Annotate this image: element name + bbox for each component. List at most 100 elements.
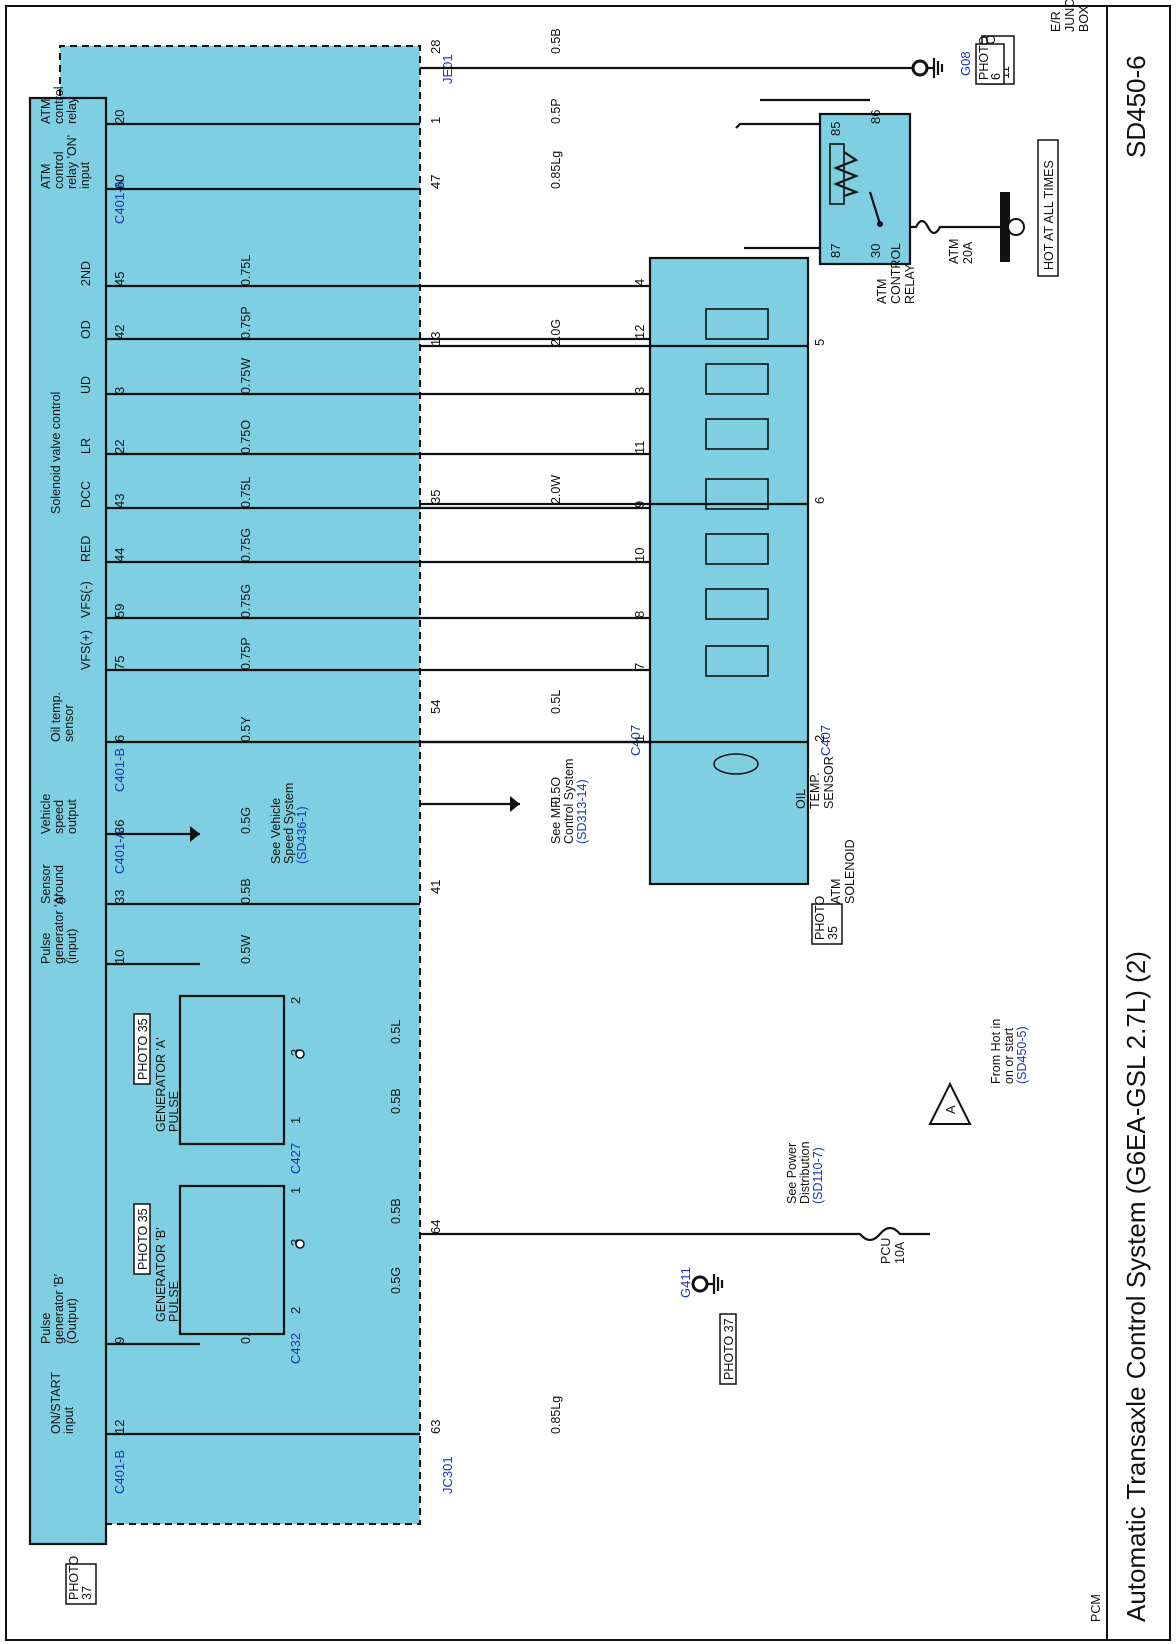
pcm-fn-ud: UD bbox=[79, 376, 93, 394]
ref-hot-in-2: on or start bbox=[1002, 1027, 1016, 1084]
pulse-a-wire-1: 0.5L bbox=[389, 1020, 403, 1044]
pulse-b-pin-1: 1 bbox=[288, 1187, 303, 1194]
pcm-pin-59: 59 bbox=[112, 604, 127, 618]
bw-7: 0.75P bbox=[239, 637, 253, 670]
pulse-b-label-2: GENERATOR 'B' bbox=[154, 1227, 168, 1322]
g411-ground-icon bbox=[691, 1275, 709, 1293]
jb-pin-63: 63 bbox=[428, 1420, 443, 1434]
pcu-fuse-name: PCU bbox=[879, 1238, 893, 1264]
page-code: SD450-6 bbox=[1121, 55, 1151, 158]
pcm-fn-atm-relay-on-1: ATM bbox=[39, 164, 53, 189]
pulse-a-photo: PHOTO 35 bbox=[136, 1018, 150, 1080]
pulse-a-photo-box bbox=[133, 1013, 151, 1085]
pcm-pin-60: 60 bbox=[112, 175, 127, 189]
pcm-pin-20: 20 bbox=[112, 110, 127, 124]
pulse-b-label-1: PULSE bbox=[167, 1281, 181, 1322]
pulse-b-transistor-icon bbox=[295, 1239, 305, 1249]
solenoid-coil-2nd bbox=[705, 308, 769, 340]
bw-8: 0.5Y bbox=[239, 716, 253, 742]
solenoid-coil-red bbox=[705, 588, 769, 620]
jb-pin-64: 64 bbox=[428, 1220, 443, 1234]
pcm-photo: PHOTO bbox=[67, 1556, 81, 1600]
wire-2-0g: 2.0G bbox=[549, 319, 563, 346]
pcm-pin-labels: 20 60 45 42 3 22 43 44 59 75 6 36 33 10 … bbox=[112, 110, 127, 1494]
pulse-b-photo: PHOTO 35 bbox=[136, 1208, 150, 1270]
hot-label: HOT AT ALL TIMES bbox=[1042, 160, 1056, 270]
atm-solenoid-unit bbox=[648, 256, 810, 886]
junction-box-label-3: BOX bbox=[1077, 5, 1091, 32]
pcm-fn-atm-relay-1: ATM bbox=[39, 99, 53, 124]
jb-pin-35: 35 bbox=[428, 490, 443, 504]
relay-pin-85: 85 bbox=[828, 122, 843, 136]
pcm-pin-45: 45 bbox=[112, 272, 127, 286]
pcm-pin-44: 44 bbox=[112, 548, 127, 562]
pcm-pin-36: 36 bbox=[112, 820, 127, 834]
pcm-pin-42: 42 bbox=[112, 325, 127, 339]
wire-2-0w: 2.0W bbox=[549, 475, 563, 504]
atm-solenoid-label-2: SOLENOID bbox=[843, 839, 857, 904]
pcm-fn-vss-1: Vehicle bbox=[39, 794, 53, 834]
solenoid-pin-labels: 4 12 3 11 9 10 8 7 1 5 6 2 bbox=[632, 279, 827, 742]
pcm-fn-sensor-gnd-1: Sensor bbox=[39, 864, 53, 904]
pcm-fn-oil-temp-1: Oil temp. bbox=[49, 692, 63, 742]
sol-pin-8: 8 bbox=[632, 611, 647, 618]
pcm-fn-pulse-a-2: generator 'A' bbox=[52, 894, 66, 964]
g411-name: G411 bbox=[678, 1267, 693, 1298]
jb-pin-47: 47 bbox=[428, 175, 443, 189]
wire-0-5p: 0.5P bbox=[549, 98, 563, 124]
solenoid-group-label: Solenoid valve control bbox=[49, 392, 63, 514]
pcm-fn-pulse-b-1: Pulse bbox=[39, 1313, 53, 1344]
g08-ground-icon bbox=[911, 59, 929, 77]
ref-hot-in-1: From Hot in bbox=[989, 1019, 1003, 1084]
atm-solenoid-connector-bottom: C407 bbox=[628, 725, 643, 756]
pcm-fn-vss-2: speed bbox=[52, 800, 66, 834]
pcm-pin-10: 10 bbox=[112, 950, 127, 964]
jb-pin-1: 1 bbox=[428, 117, 443, 124]
pcm-pin-43: 43 bbox=[112, 494, 127, 508]
bottom-wire-labels: 0.75L 0.75P 0.75W 0.75O 0.75L 0.75G 0.75… bbox=[239, 255, 253, 1344]
sol-pin-3: 3 bbox=[632, 387, 647, 394]
g411-photo-box bbox=[719, 1313, 737, 1385]
atm-fuse-icon bbox=[906, 219, 950, 235]
pcm-fn-atm-relay-on-4: input bbox=[78, 161, 92, 189]
pcm-photo-box bbox=[65, 1563, 97, 1605]
bw-6: 0.75G bbox=[239, 584, 253, 618]
relay-pin-30: 30 bbox=[868, 244, 883, 258]
bw-10: 0.5B bbox=[239, 878, 253, 904]
pcm-function-labels: ATM control relay ATM control relay 'ON'… bbox=[39, 86, 93, 1434]
pulse-b-pin-2: 2 bbox=[288, 1307, 303, 1314]
pulse-a-label-1: PULSE bbox=[167, 1091, 181, 1132]
pcm-fn-2nd: 2ND bbox=[79, 261, 93, 286]
pcm-fn-pulse-a-1: Pulse bbox=[39, 933, 53, 964]
pcm-connector-c401b-2: C401-B bbox=[112, 1450, 127, 1494]
pcm-fn-pulse-b-3: (Output) bbox=[65, 1298, 79, 1344]
bw-1: 0.75P bbox=[239, 306, 253, 339]
sol-pin-10: 10 bbox=[632, 548, 647, 562]
pcm-connector-c401a-2: C401-A bbox=[112, 830, 127, 874]
relay-switch-icon bbox=[868, 191, 882, 225]
solenoid-coil-od bbox=[705, 363, 769, 395]
pcm-fn-on-start-1: ON/START bbox=[49, 1372, 63, 1434]
pcm-fn-vfs-plus: VFS(+) bbox=[79, 630, 93, 670]
jb-connector-je01: JE01 bbox=[440, 54, 455, 84]
sol-pin-7: 7 bbox=[632, 663, 647, 670]
pcm-fn-atm-relay-on-3: relay 'ON' bbox=[65, 135, 79, 189]
sol-pin-2: 2 bbox=[812, 735, 827, 742]
pcm-pin-9: 9 bbox=[112, 1337, 127, 1344]
pcm-fn-sensor-gnd-2: ground bbox=[52, 865, 66, 904]
wire-0-85lg-on: 0.85Lg bbox=[549, 1396, 563, 1434]
solenoid-coils bbox=[705, 308, 769, 775]
pcm-fn-vss-3: output bbox=[65, 799, 79, 834]
bw-11: 0.5W bbox=[239, 935, 253, 964]
atm-solenoid-photo-box bbox=[811, 903, 843, 945]
pcm-fn-vfs-minus: VFS(-) bbox=[79, 581, 93, 618]
relay-coil-icon bbox=[829, 143, 845, 205]
solenoid-coil-lr bbox=[705, 478, 769, 510]
ref-vss-2: Speed System bbox=[282, 783, 296, 864]
page-frame bbox=[5, 5, 1171, 1641]
pulse-b-connector: C432 bbox=[288, 1333, 303, 1364]
g08-ground-symbol bbox=[927, 58, 944, 78]
g08-photo-box bbox=[975, 43, 1005, 85]
